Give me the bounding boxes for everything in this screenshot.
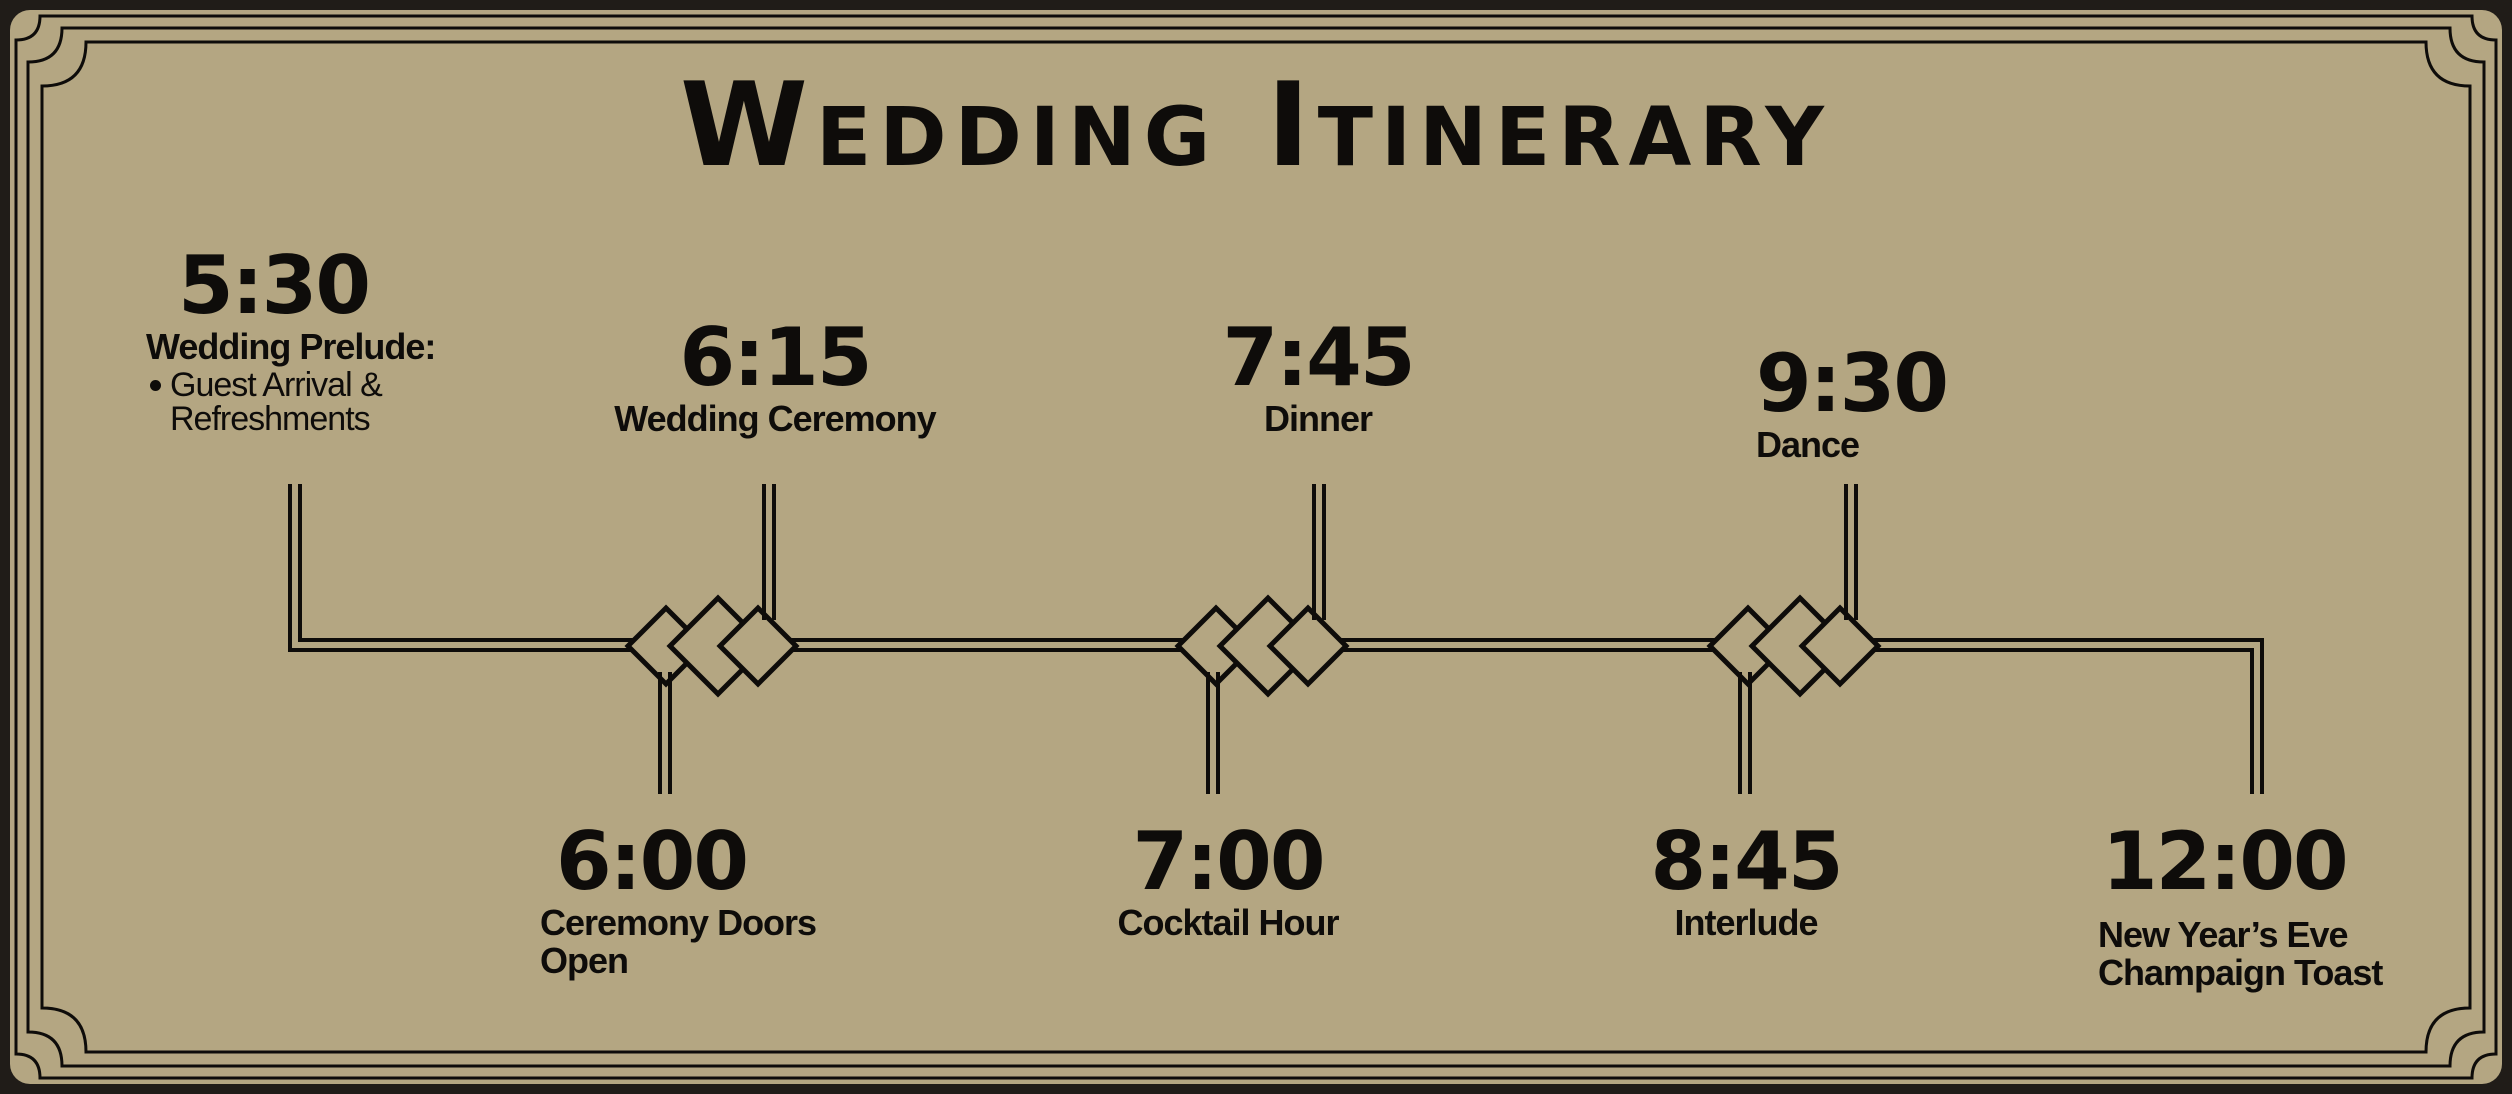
event-time: 6:15 xyxy=(679,311,873,404)
event-label: Ceremony Doors xyxy=(540,902,817,943)
art-deco-border xyxy=(14,14,2498,1080)
connector-7-45 xyxy=(1312,484,1326,620)
page-title: Wedding Itinerary xyxy=(680,58,1832,193)
event-label-line-2: Open xyxy=(540,940,629,981)
list-item: Guest Arrival & Refreshments xyxy=(146,368,435,436)
diamond-knot-1 xyxy=(624,594,800,698)
event-7-00: 7:00 Cocktail Hour xyxy=(1078,822,1378,942)
event-label-line-2: Champaign Toast xyxy=(2098,952,2383,993)
event-label: Cocktail Hour xyxy=(1117,902,1339,943)
event-time: 9:30 xyxy=(1756,337,1949,430)
event-time: 7:45 xyxy=(1222,311,1416,404)
bullet-text: Guest Arrival & Refreshments xyxy=(170,366,383,438)
diamond-knot-2 xyxy=(1174,594,1350,698)
bullet-icon xyxy=(150,380,161,391)
event-9-30: 9:30 Dance xyxy=(1756,337,1949,465)
event-label: Dance xyxy=(1756,424,1860,465)
event-label: Wedding Prelude: xyxy=(146,326,436,367)
event-6-00: 6:00 Ceremony Doors Open xyxy=(540,815,817,981)
event-5-30: 5:30 Wedding Prelude: Guest Arrival & Re… xyxy=(146,239,436,437)
connector-7-00 xyxy=(1206,672,1220,794)
event-6-15: 6:15 Wedding Ceremony xyxy=(590,318,960,438)
event-time: 12:00 xyxy=(2102,815,2349,908)
diamond-knot-3 xyxy=(1706,594,1882,698)
event-8-45: 8:45 Interlude xyxy=(1636,822,1856,942)
event-label: New Year’s Eve xyxy=(2098,914,2349,955)
event-7-45: 7:45 Dinner xyxy=(1168,318,1468,438)
connector-6-15 xyxy=(762,484,776,620)
event-label: Interlude xyxy=(1674,902,1818,943)
event-time: 7:00 xyxy=(1132,815,1326,908)
panel-background xyxy=(10,10,2502,1084)
connector-9-30 xyxy=(1844,484,1858,620)
event-time: 8:45 xyxy=(1650,815,1844,908)
event-label: Dinner xyxy=(1263,398,1373,439)
event-label: Wedding Ceremony xyxy=(614,398,936,439)
event-12-00: 12:00 New Year’s Eve Champaign Toast xyxy=(2098,815,2383,993)
event-time: 5:30 xyxy=(178,239,371,332)
connector-8-45 xyxy=(1738,672,1752,794)
connector-6-00 xyxy=(658,672,672,794)
event-time: 6:00 xyxy=(556,815,749,908)
event-bullet-list: Guest Arrival & Refreshments xyxy=(146,368,435,436)
